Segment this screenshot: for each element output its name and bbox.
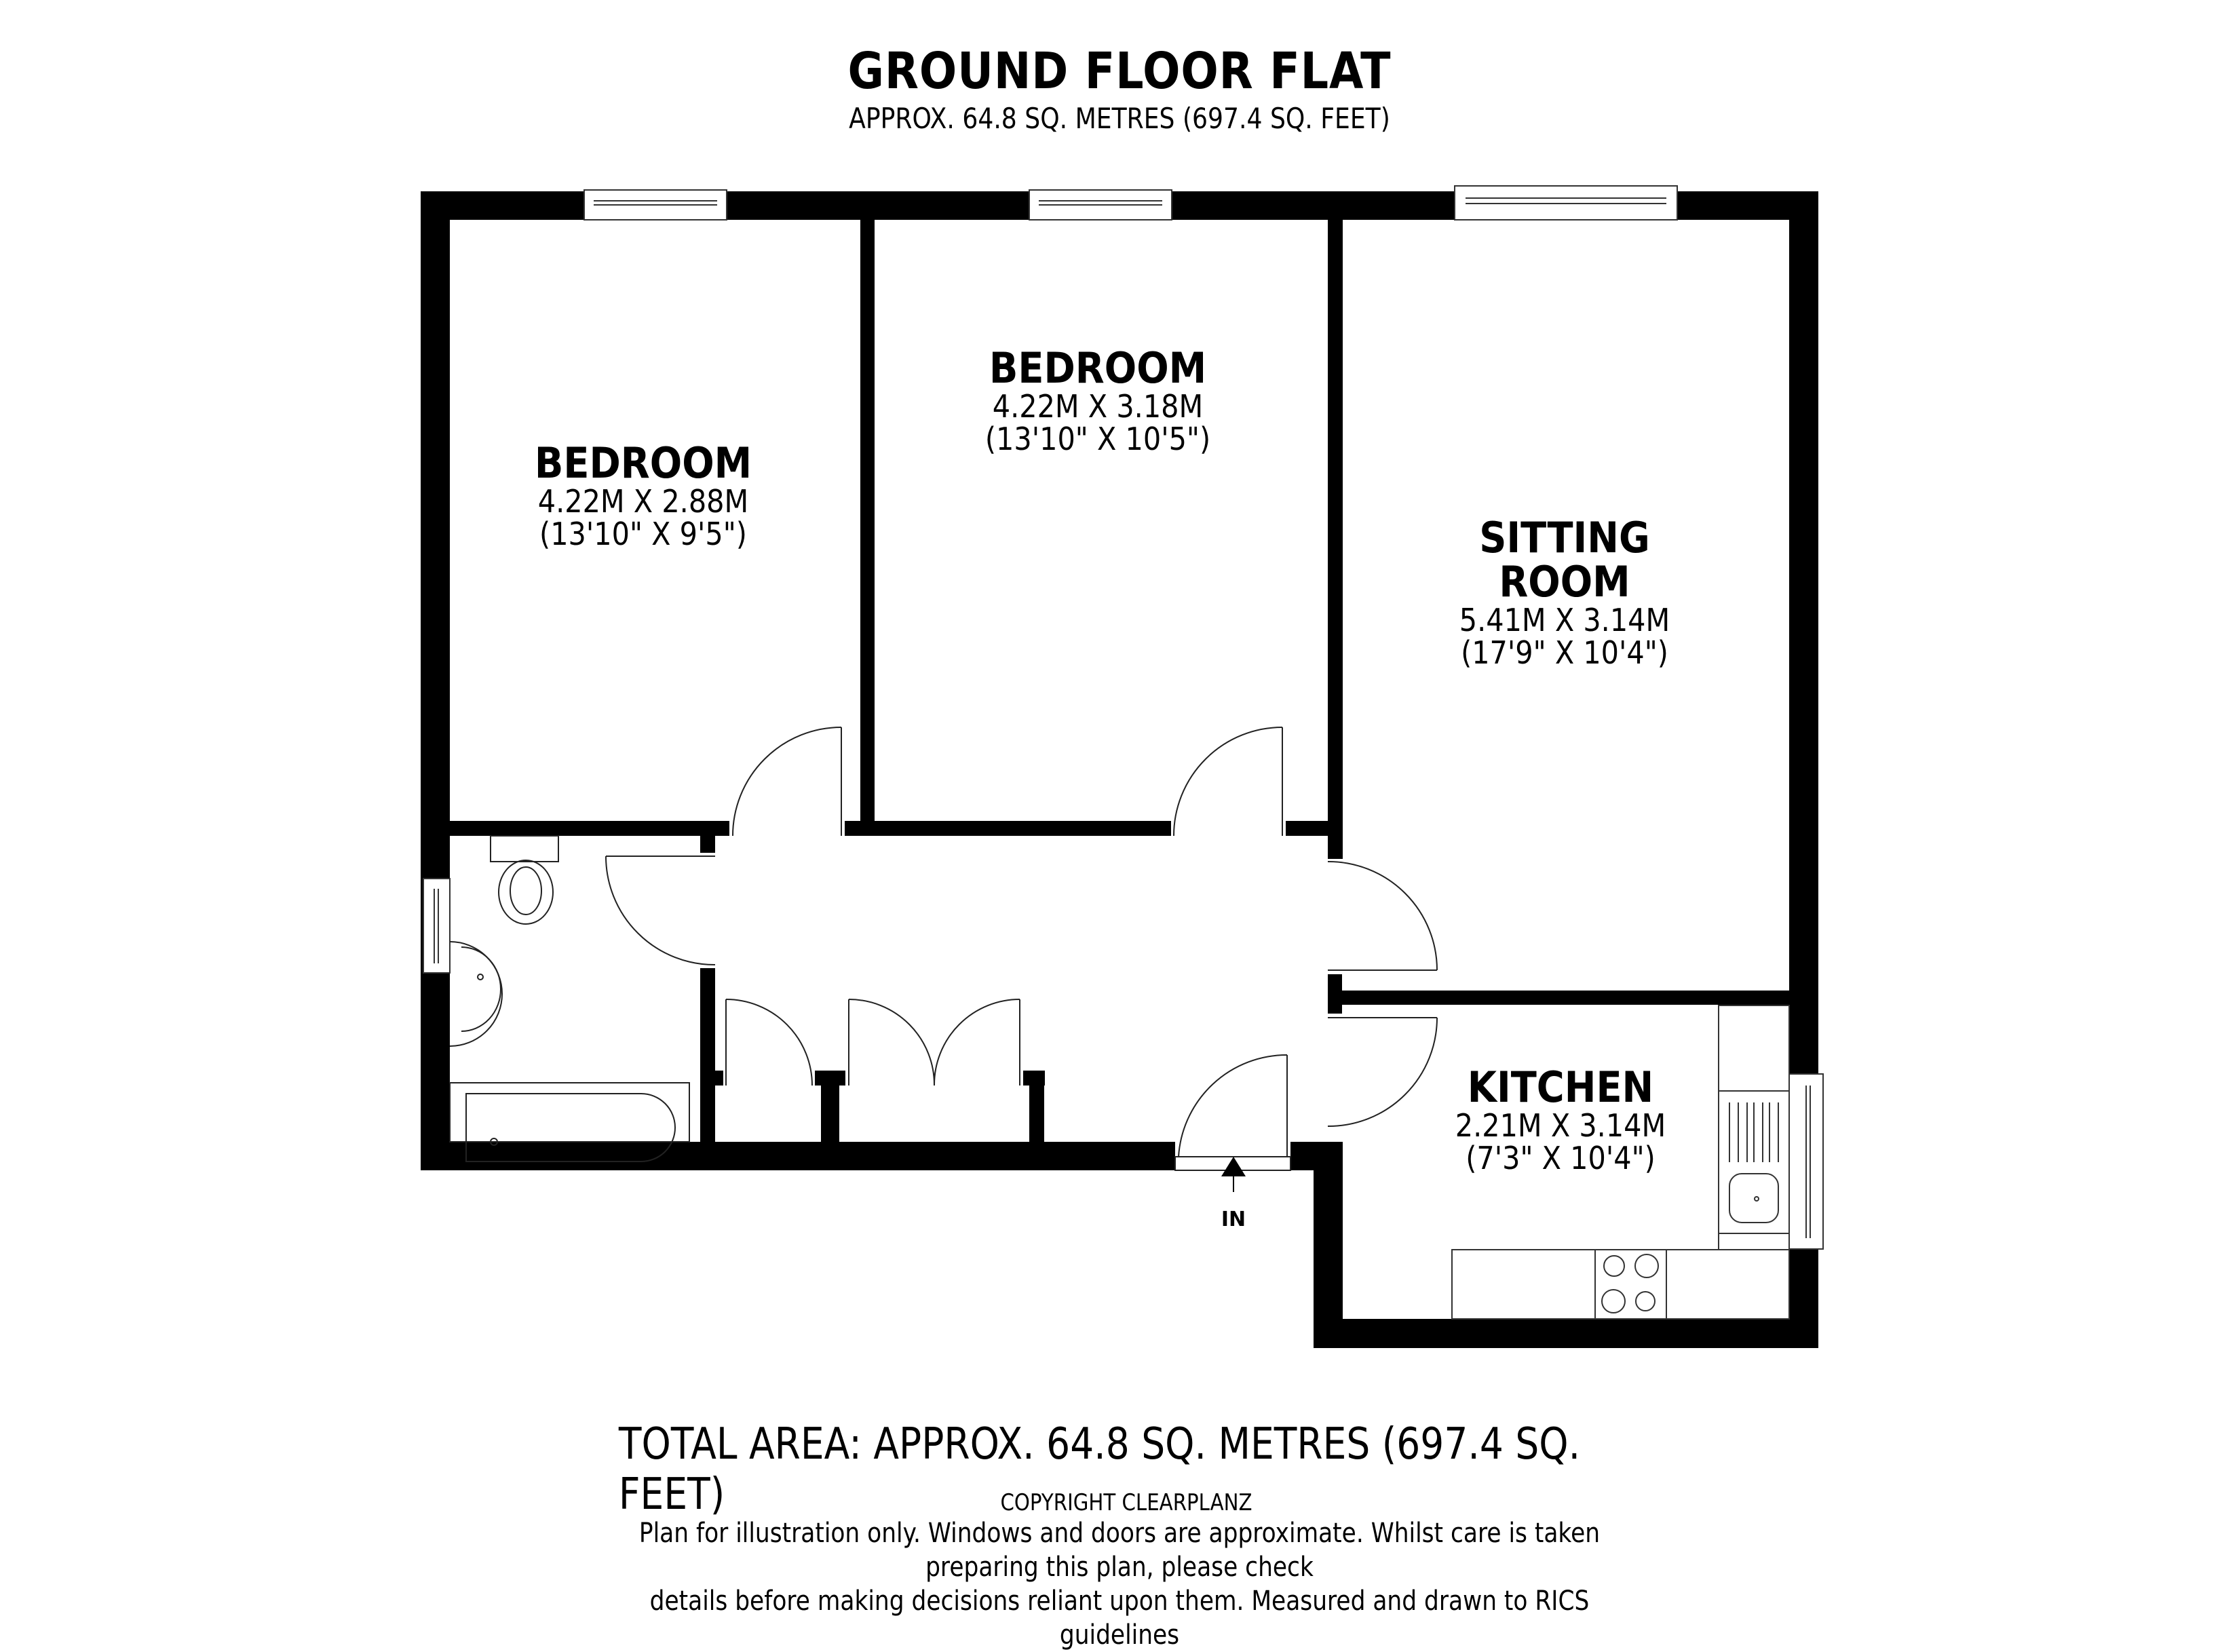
- windows: [423, 185, 1824, 1250]
- disclaimer-line-1: Plan for illustration only. Windows and …: [638, 1518, 1601, 1583]
- sink-bowl: [1729, 1173, 1779, 1223]
- toilet-cistern: [490, 835, 559, 862]
- room-label-bedroom-2: BEDROOM 4.22M X 3.18M (13'10" X 10'5"): [985, 346, 1210, 456]
- toilet-bowl: [498, 860, 554, 925]
- copyright: COPYRIGHT CLEARPLANZ: [1000, 1489, 1252, 1516]
- room-dimensions-imperial: (7'3" X 10'4"): [1466, 1140, 1656, 1177]
- hob: [1594, 1249, 1667, 1320]
- basin: [449, 941, 503, 1047]
- drainer-grooves: [1729, 1102, 1779, 1162]
- room-dimensions-imperial: (17'9" X 10'4"): [1461, 634, 1668, 672]
- plan-subtitle-area: APPROX. 64.8 SQ. METRES (697.4 SQ. FEET): [849, 102, 1390, 135]
- plan-title: GROUND FLOOR FLAT: [847, 42, 1392, 100]
- room-dimensions-metric: 4.22M X 2.88M: [537, 483, 749, 520]
- entrance-arrow-icon: [1221, 1157, 1246, 1192]
- room-dimensions-imperial: (13'10" X 9'5"): [539, 516, 747, 553]
- bath-outer: [449, 1082, 690, 1142]
- room-name-line2: ROOM: [1499, 557, 1630, 607]
- room-name: KITCHEN: [1467, 1062, 1654, 1112]
- room-label-kitchen: KITCHEN 2.21M X 3.14M (7'3" X 10'4"): [1455, 1065, 1666, 1175]
- kitchen-fixtures: [1451, 1005, 1790, 1320]
- room-label-bedroom-1: BEDROOM 4.22M X 2.88M (13'10" X 9'5"): [535, 441, 752, 551]
- disclaimer: Plan for illustration only. Windows and …: [638, 1516, 1601, 1652]
- room-name: BEDROOM: [534, 438, 752, 488]
- window-bathroom: [423, 878, 451, 974]
- room-name-line1: SITTING: [1479, 513, 1650, 562]
- doors: [605, 727, 1438, 1171]
- room-dimensions-metric: 5.41M X 3.14M: [1459, 602, 1670, 639]
- sink-drainer: [1718, 1090, 1790, 1234]
- bath-inner: [465, 1093, 676, 1162]
- total-area: TOTAL AREA: APPROX. 64.8 SQ. METRES (697…: [618, 1419, 1581, 1520]
- bathroom-fixtures: [449, 835, 690, 1162]
- room-dimensions-imperial: (13'10" X 10'5"): [984, 421, 1211, 458]
- room-label-sitting-room: SITTING ROOM 5.41M X 3.14M (17'9" X 10'4…: [1459, 516, 1670, 670]
- disclaimer-line-2: details before making decisions reliant …: [649, 1586, 1590, 1651]
- room-dimensions-metric: 2.21M X 3.14M: [1455, 1107, 1666, 1145]
- room-dimensions-metric: 4.22M X 3.18M: [992, 388, 1204, 425]
- room-name: BEDROOM: [989, 343, 1207, 393]
- entrance-label: IN: [1221, 1208, 1246, 1231]
- kitchen-counter-bottom: [1451, 1249, 1790, 1320]
- hob-ring: [1603, 1255, 1625, 1277]
